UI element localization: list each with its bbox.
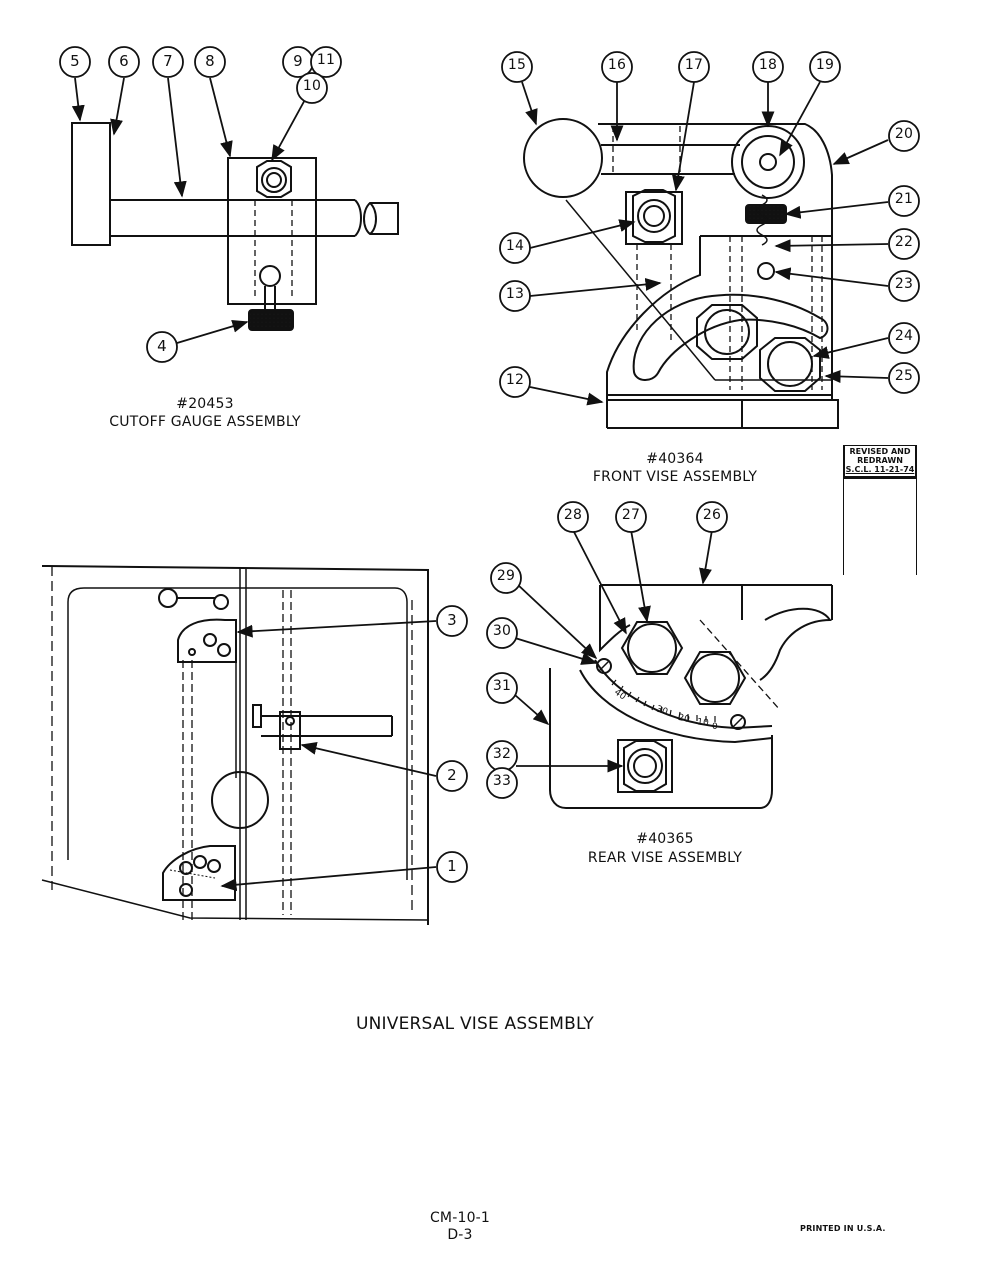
scale-mark-10: 10 [696, 717, 710, 729]
callout-label-30: 30 [492, 623, 512, 639]
callout-label-32: 32 [492, 746, 512, 762]
scale-mark-0: 0 [712, 722, 718, 732]
page-number: D-3 [447, 1227, 473, 1243]
callout-label-13: 13 [505, 286, 525, 302]
callout-label-14: 14 [505, 238, 525, 254]
rear-vise-drawing [549, 584, 833, 809]
callout-29 [490, 562, 522, 594]
callout-27 [615, 501, 647, 533]
front-vise-drawing [523, 118, 839, 429]
callout-label-10: 10 [302, 78, 322, 94]
callout-4 [146, 331, 178, 363]
callout-1 [436, 851, 468, 883]
callout-11 [310, 46, 342, 78]
cutoff-assembly-name: CUTOFF GAUGE ASSEMBLY [109, 414, 301, 430]
callout-3 [436, 605, 468, 637]
callout-label-6: 6 [119, 52, 129, 70]
callout-label-3: 3 [447, 611, 457, 629]
callout-label-8: 8 [205, 52, 215, 70]
callout-label-33: 33 [492, 773, 512, 789]
callout-label-20: 20 [894, 126, 914, 142]
callout-10 [296, 72, 328, 104]
callout-label-11: 11 [316, 52, 336, 68]
callout-label-27: 27 [621, 507, 641, 523]
callout-label-7: 7 [163, 52, 173, 70]
callout-label-16: 16 [607, 57, 627, 73]
callout-18 [752, 51, 784, 83]
cutoff-assembly-number: #20453 [176, 396, 234, 412]
callout-12 [499, 366, 531, 398]
printed-in-usa: PRINTED IN U.S.A. [800, 1224, 886, 1233]
callout-13 [499, 280, 531, 312]
callout-19 [809, 51, 841, 83]
callout-2 [436, 760, 468, 792]
front-assembly-name: FRONT VISE ASSEMBLY [592, 469, 758, 485]
callout-group [59, 46, 920, 892]
callout-28 [557, 501, 589, 533]
callout-label-2: 2 [447, 766, 457, 784]
cutoff-gauge-drawing [71, 122, 399, 331]
callout-5 [59, 46, 91, 78]
callout-22 [888, 228, 920, 260]
rear-assembly-number: #40365 [636, 831, 694, 847]
revision-line-2: REDRAWN [857, 456, 903, 465]
rear-assembly-name: REAR VISE ASSEMBLY [587, 850, 743, 866]
callout-label-12: 12 [505, 372, 525, 388]
callout-17 [678, 51, 710, 83]
callout-label-18: 18 [758, 57, 778, 73]
callout-label-19: 19 [815, 57, 835, 73]
machine-view-drawing [41, 565, 429, 925]
callout-label-26: 26 [702, 507, 722, 523]
revision-line-3: S.C.L. 11-21-74 [845, 465, 915, 474]
callout-label-15: 15 [507, 57, 527, 73]
callout-label-31: 31 [492, 678, 512, 694]
callout-8 [194, 46, 226, 78]
callout-31 [486, 672, 518, 704]
callout-label-24: 24 [894, 328, 914, 344]
callout-label-22: 22 [894, 234, 914, 250]
callout-label-23: 23 [894, 276, 914, 292]
document-number: CM-10-1 [429, 1210, 491, 1226]
callout-30 [486, 617, 518, 649]
callout-label-21: 21 [894, 191, 914, 207]
callout-24 [888, 322, 920, 354]
callout-label-25: 25 [894, 368, 914, 384]
front-assembly-number: #40364 [646, 451, 704, 467]
callout-6 [108, 46, 140, 78]
page-title: UNIVERSAL VISE ASSEMBLY [355, 1014, 595, 1034]
callout-label-5: 5 [70, 52, 80, 70]
callout-14 [499, 232, 531, 264]
callout-26 [696, 501, 728, 533]
callout-label-29: 29 [496, 568, 516, 584]
callout-23 [888, 270, 920, 302]
callout-label-17: 17 [684, 57, 704, 73]
callout-7 [152, 46, 184, 78]
callout-15 [501, 51, 533, 83]
revision-box: REVISED AND REDRAWN S.C.L. 11-21-74 [843, 445, 917, 575]
callout-label-1: 1 [447, 857, 457, 875]
callout-label-9: 9 [293, 52, 303, 70]
callout-25 [888, 362, 920, 394]
callout-label-4: 4 [157, 337, 167, 355]
callout-20 [888, 120, 920, 152]
scale-mark-20: 20 [677, 712, 691, 726]
revision-line-1: REVISED AND [849, 447, 911, 456]
callout-label-28: 28 [563, 507, 583, 523]
callout-16 [601, 51, 633, 83]
callout-21 [888, 185, 920, 217]
callout-33 [486, 767, 518, 799]
